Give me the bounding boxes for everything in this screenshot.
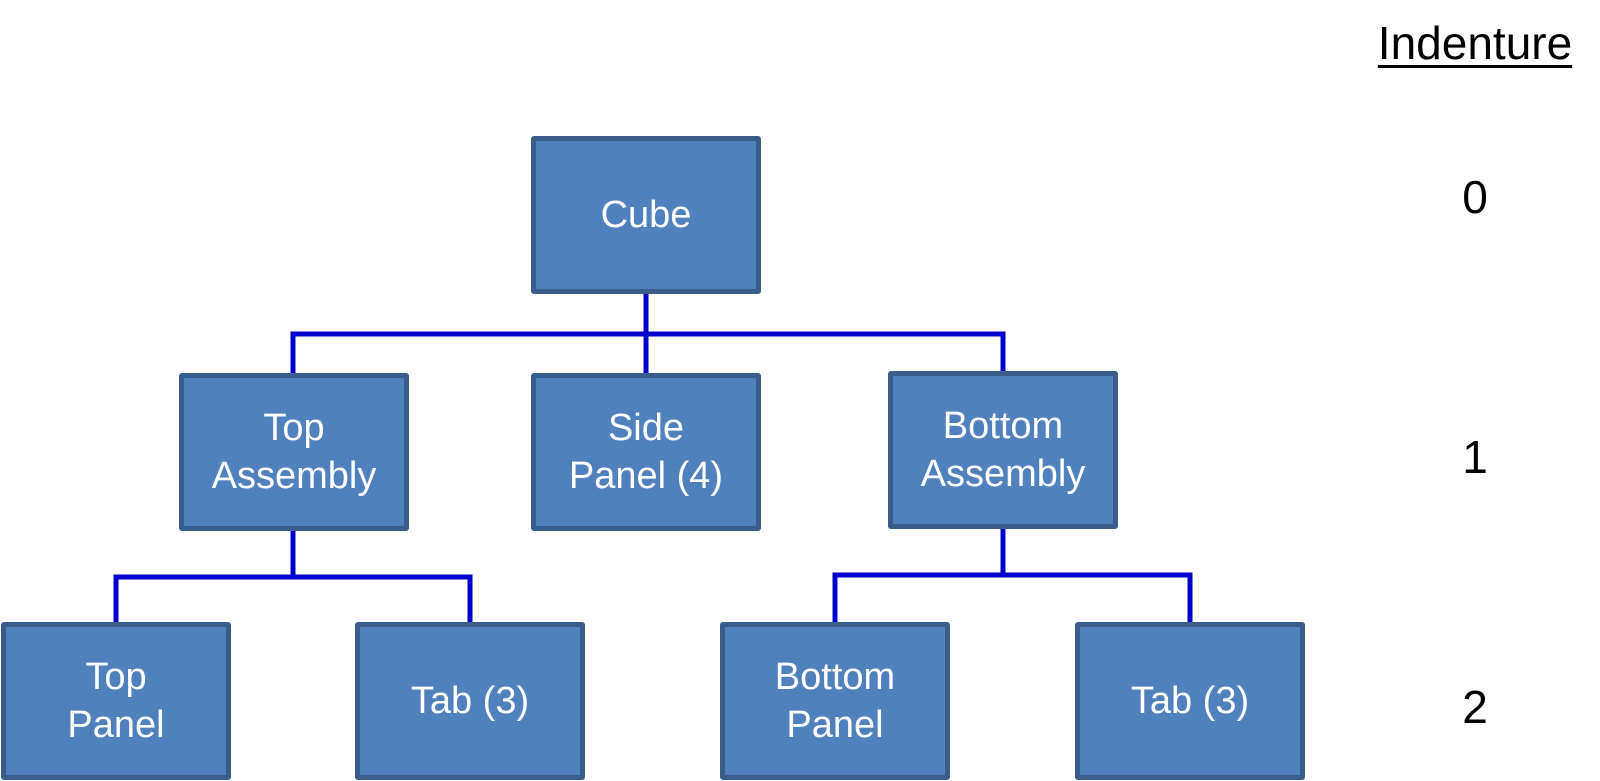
node-label: Panel (4) bbox=[568, 455, 724, 497]
node-label: Assembly bbox=[211, 455, 377, 497]
node-tab-right: Tab (3) bbox=[1075, 622, 1305, 780]
node-label: Tab (3) bbox=[1130, 680, 1250, 722]
indenture-level-1: 1 bbox=[1462, 431, 1488, 483]
node-label: Panel bbox=[67, 704, 165, 746]
node-top-panel: Top Panel bbox=[1, 622, 231, 780]
node-label: Tab (3) bbox=[410, 680, 530, 722]
node-label: Assembly bbox=[920, 453, 1086, 495]
node-label: Bottom bbox=[774, 656, 896, 698]
node-cube: Cube bbox=[531, 136, 761, 294]
node-tab-left: Tab (3) bbox=[355, 622, 585, 780]
indenture-heading: Indenture bbox=[1377, 17, 1573, 69]
node-label: Top bbox=[263, 407, 325, 449]
indenture-level-0: 0 bbox=[1462, 171, 1488, 223]
indenture-level-2: 2 bbox=[1462, 681, 1488, 733]
node-label: Bottom bbox=[942, 405, 1064, 447]
node-label: Panel bbox=[786, 704, 884, 746]
node-top-assembly: Top Assembly bbox=[179, 373, 409, 531]
node-side-panel: Side Panel (4) bbox=[531, 373, 761, 531]
node-label: Top bbox=[85, 656, 147, 698]
node-bottom-assembly: Bottom Assembly bbox=[888, 371, 1118, 529]
node-label: Cube bbox=[600, 194, 692, 236]
node-bottom-panel: Bottom Panel bbox=[720, 622, 950, 780]
node-label: Side bbox=[607, 407, 685, 449]
